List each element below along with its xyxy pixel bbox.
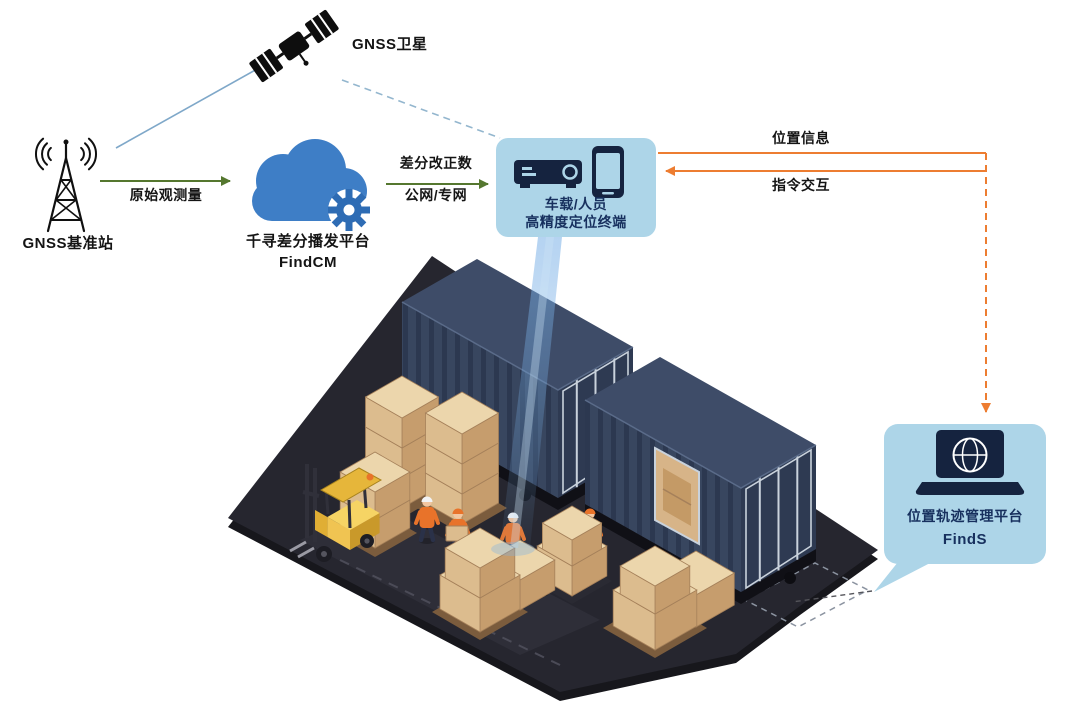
links [100,63,991,603]
management-platform-product-label: FindS [942,531,988,548]
correction-label-2: 公网/专网 [404,187,468,203]
management-node [874,424,1046,592]
raw-observation-label: 原始观测量 [129,187,203,203]
management-platform-label: 位置轨迹管理平台 [907,508,1023,524]
radio-tower-icon [34,137,98,233]
lane-line [339,559,561,666]
positioning-beam [491,237,562,556]
container-open-door [654,446,700,546]
terminal-node [496,138,656,237]
gear-icon [328,189,370,231]
base-station-label: GNSS基准站 [22,235,114,252]
terminal-label-1: 车载/人员 [544,196,608,212]
smartphone-icon [592,146,624,198]
laptop-globe-icon [915,430,1025,495]
pallet-stack-right [603,545,736,658]
position-info-label: 位置信息 [772,130,830,146]
cloud-gear-icon [252,139,370,231]
gnss-receiver-icon [514,160,582,188]
terminal-label-2: 高精度定位终端 [525,214,627,230]
pallet-stack-center [432,527,556,640]
forklift [289,464,383,562]
link-satellite-to-terminal [341,79,501,139]
cloud-platform-label: 千寻差分播发平台 [245,233,370,250]
link-satellite-to-base [115,63,267,149]
worker-1 [414,496,440,544]
command-interaction-label: 指令交互 [772,177,830,193]
cloud-platform-product-label: FindCM [279,254,337,271]
link-plat-to-yard [791,590,873,603]
satellite-icon [249,9,339,83]
correction-label-1: 差分改正数 [399,155,473,171]
satellite-label: GNSS卫星 [352,36,428,53]
container-2 [584,357,817,604]
warehouse-scene [228,237,878,701]
